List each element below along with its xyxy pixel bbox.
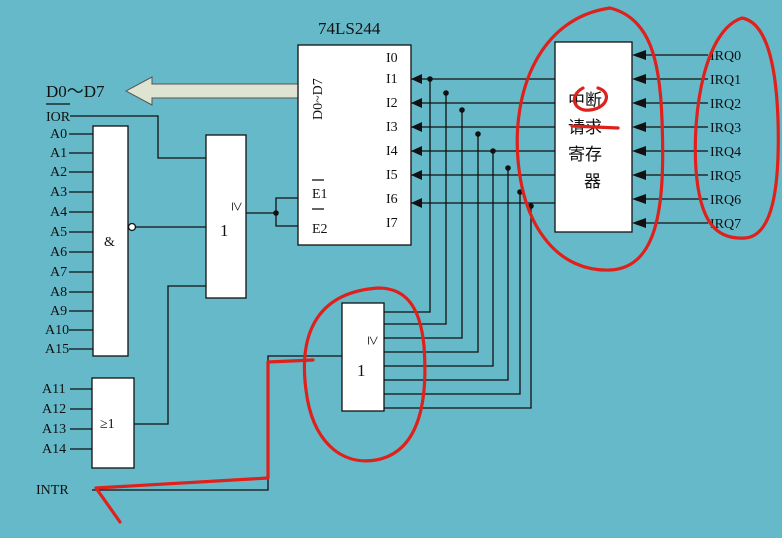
irq-inputs: IRQ0 IRQ1 IRQ2 IRQ3 IRQ4 IRQ5 IRQ6 IRQ7 [710,49,741,232]
irq-label: IRQ5 [710,169,741,184]
buffer-input-label: I7 [386,216,398,231]
buffer-input-label: I3 [386,120,398,135]
buffer-inputs: I0 I1 I2 I3 I4 I5 I6 I7 [386,51,398,231]
address-label: A12 [42,402,66,417]
address-label: A13 [42,422,66,437]
irq-label: IRQ0 [710,49,741,64]
buffer-input-label: I4 [386,144,398,159]
chip-title: 74LS244 [318,19,381,38]
buffer-input-label: I5 [386,168,398,183]
interrupt-request-register [554,41,633,233]
data-bus-arrow [124,76,299,106]
intr-label: INTR [36,483,69,498]
or-gate-symbol: ≥1 [100,417,115,432]
address-label: A4 [50,205,67,220]
or-gate-ge: ≥ [228,202,247,211]
address-label: A7 [50,265,67,280]
or-gate-one: 1 [220,221,229,240]
register-label: 器 [584,172,601,191]
or-gate-one: 1 [357,361,366,380]
address-label: A10 [45,323,69,338]
address-label: A11 [42,382,66,397]
ior-label: IOR [46,110,71,125]
and-address-inputs: A0 A1 A2 A3 A4 A5 A6 A7 A8 A9 A10 A15 [45,127,69,357]
buffer-data-label: D0~D7 [311,78,326,120]
irq-label: IRQ7 [710,217,741,232]
irq-label: IRQ2 [710,97,741,112]
address-label: A14 [42,442,66,457]
or-gate-decoder [205,134,247,299]
and-gate-symbol: & [104,235,115,250]
address-label: A6 [50,245,67,260]
address-label: A15 [45,342,69,357]
or-gate-ge: ≥ [364,336,383,345]
buffer-input-label: I2 [386,96,398,111]
irq-label: IRQ1 [710,73,741,88]
buffer-input-label: I1 [386,72,398,87]
address-label: A3 [50,185,67,200]
irq-label: IRQ4 [710,145,741,160]
buffer-input-label: I6 [386,192,398,207]
or-gate-intr [341,302,385,412]
data-bus-label: D0～D7 [46,82,105,101]
address-label: A2 [50,165,67,180]
register-label: 寄存 [568,145,602,164]
address-label: A1 [50,146,67,161]
address-label: A8 [50,285,67,300]
or-gate-address [91,377,135,469]
address-label: A9 [50,304,67,319]
address-label: A0 [50,127,67,142]
enable2-label: E2 [312,222,328,237]
or-address-inputs: A11 A12 A13 A14 [42,382,66,457]
red-annotations [94,6,780,524]
buffer-input-label: I0 [386,51,398,66]
enable1-label: E1 [312,187,328,202]
and-gate [92,125,129,357]
address-label: A5 [50,225,67,240]
irq-label: IRQ6 [710,193,741,208]
irq-label: IRQ3 [710,121,741,136]
and-inversion-bubble [127,222,137,232]
buffer-chip [297,44,412,246]
